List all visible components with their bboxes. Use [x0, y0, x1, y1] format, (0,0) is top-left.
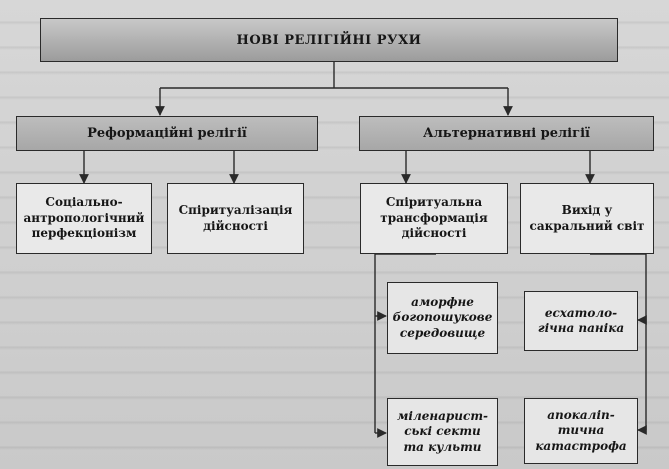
node-box-social-perfectionism: Соціально- антропологічний перфекціонізм [16, 183, 152, 254]
diagram-title: НОВІ РЕЛІГІЙНІ РУХИ [236, 32, 422, 48]
sub-box-amorphous: аморфне богопошукове середовище [387, 282, 498, 354]
node-label-spiritualization: Спіритуалізація дійсності [178, 203, 293, 233]
sub-label-apocalyptic: апокаліп- тична катастрофа [535, 407, 627, 453]
node-label-social-perfectionism: Соціально- антропологічний перфекціонізм [23, 195, 145, 241]
node-box-spiritualization: Спіритуалізація дійсності [167, 183, 304, 254]
diagram-title-box: НОВІ РЕЛІГІЙНІ РУХИ [40, 18, 618, 62]
sub-label-eschatological: есхатоло- гічна паніка [537, 305, 625, 335]
node-box-spiritual-transformation: Спіритуальна трансформація дійсності [360, 183, 508, 254]
node-label-exit-sacral: Вихід у сакральний світ [529, 203, 645, 233]
sub-box-millenarist: міленарист- ські секти та культи [387, 398, 498, 466]
group-label-reformation: Реформаційні релігії [87, 126, 247, 141]
sub-label-amorphous: аморфне богопошукове середовище [392, 294, 493, 340]
node-label-spiritual-transformation: Спіритуальна трансформація дійсності [380, 195, 488, 241]
group-box-reformation: Реформаційні релігії [16, 116, 318, 151]
node-box-exit-sacral: Вихід у сакральний світ [520, 183, 654, 254]
sub-box-eschatological: есхатоло- гічна паніка [524, 291, 638, 351]
group-box-alternative: Альтернативні релігії [359, 116, 654, 151]
sub-label-millenarist: міленарист- ські секти та культи [396, 408, 488, 454]
sub-box-apocalyptic: апокаліп- тична катастрофа [524, 398, 638, 464]
group-label-alternative: Альтернативні релігії [423, 126, 590, 141]
